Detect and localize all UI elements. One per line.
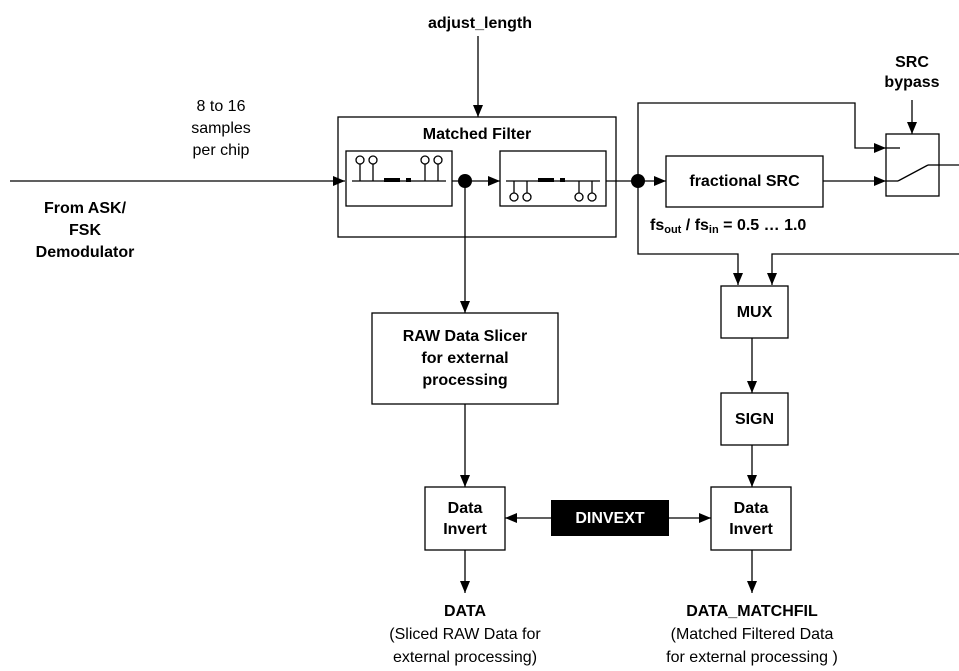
taps-down-icon	[506, 180, 600, 202]
dinvext-text: DINVEXT	[575, 509, 645, 527]
ratio-out-sub: out	[664, 224, 682, 236]
matched-filter-title: Matched Filter	[422, 126, 532, 143]
invert-right-line-1: Data	[733, 499, 769, 517]
data-invert-right-label: Data Invert	[711, 487, 791, 550]
adjust-length-label: adjust_length	[427, 15, 532, 32]
rate-line-1: 8 to 16	[196, 98, 246, 115]
matchfil-output-desc-2: for external processing )	[666, 649, 838, 666]
data-output-desc-2: external processing)	[392, 649, 538, 666]
taps-up-icon	[352, 155, 446, 182]
switch-to-mux	[767, 253, 959, 285]
raw-slicer-line-3: processing	[422, 371, 508, 389]
invert-left-line-1: Data	[447, 499, 483, 517]
dinvext-box	[551, 500, 669, 536]
data-invert-left-label: Data Invert	[425, 487, 505, 550]
sign-text: SIGN	[734, 410, 775, 428]
data-output-desc-1: (Sliced RAW Data for	[389, 626, 541, 643]
ratio-fs-in: fs	[694, 217, 709, 234]
src-bypass-label: SRC bypass	[870, 53, 954, 93]
matchfil-output-label: DATA_MATCHFIL (Matched Filtered Data for…	[627, 600, 877, 669]
junction-dot-2	[631, 174, 645, 188]
src-ratio-label: fsout / fsin = 0.5 … 1.0	[650, 217, 807, 236]
mux-label: MUX	[721, 286, 788, 338]
raw-slicer-label: RAW Data Slicer for external processing	[372, 313, 558, 404]
tap-to-mux	[637, 181, 743, 285]
sign-box	[720, 392, 789, 446]
ratio-in-sub: in	[708, 224, 719, 236]
mux-text: MUX	[736, 303, 773, 321]
matchfil-output-desc-1: (Matched Filtered Data	[670, 626, 834, 643]
invert-right-line-2: Invert	[729, 520, 773, 538]
bypass-path-top	[637, 102, 886, 181]
rate-line-2: samples	[191, 120, 251, 137]
ratio-fs-out: fs	[650, 217, 665, 234]
fractional-src-label: fractional SRC	[666, 156, 823, 207]
source-line-3: Demodulator	[35, 244, 135, 261]
raw-slicer-line-1: RAW Data Slicer	[402, 327, 528, 345]
source-line-1: From ASK/	[43, 200, 127, 217]
filter-stage-1	[345, 150, 453, 207]
data-output-name: DATA	[443, 603, 487, 620]
matchfil-output-name: DATA_MATCHFIL	[686, 603, 818, 620]
matched-filter-box	[337, 116, 617, 238]
mux-box	[720, 285, 789, 339]
source-label: From ASK/ FSK Demodulator	[0, 198, 170, 264]
sign-label: SIGN	[721, 393, 788, 445]
rate-label: 8 to 16 samples per chip	[166, 96, 276, 162]
filter-stage-2	[499, 150, 607, 207]
ratio-range: = 0.5 … 1.0	[723, 217, 807, 234]
src-bypass-line-2: bypass	[884, 74, 940, 91]
fractional-src-text: fractional SRC	[689, 173, 800, 190]
dinvext-label: DINVEXT	[551, 500, 669, 536]
data-output-label: DATA (Sliced RAW Data for external proce…	[350, 600, 580, 669]
junction-dot-1	[458, 174, 472, 188]
src-bypass-line-1: SRC	[895, 54, 929, 71]
raw-slicer-line-2: for external	[421, 349, 509, 367]
rate-line-3: per chip	[192, 142, 250, 159]
source-line-2: FSK	[69, 222, 101, 239]
invert-left-line-2: Invert	[443, 520, 487, 538]
